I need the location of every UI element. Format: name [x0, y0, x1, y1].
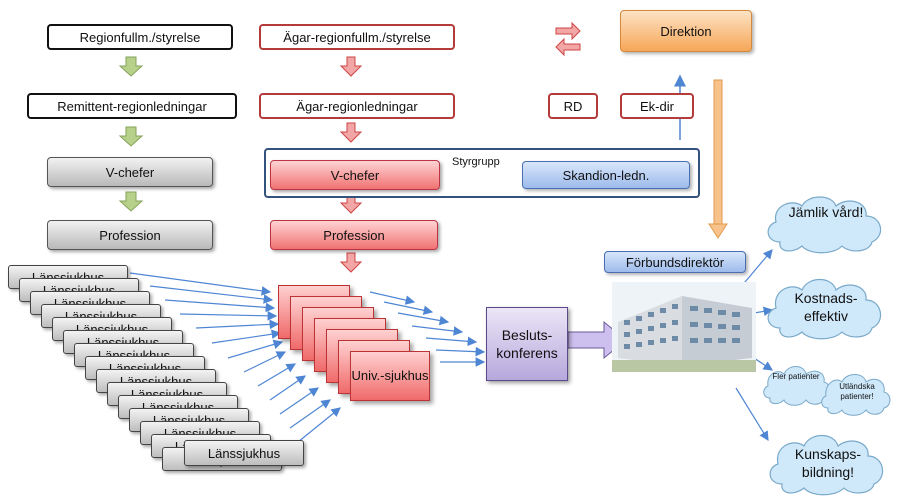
swap-arrows-icon	[555, 21, 581, 57]
ek-dir-box: Ek-dir	[620, 93, 694, 119]
rd-box: RD	[548, 93, 598, 119]
cloud-utlandska-text: Utländska patienter!	[839, 382, 875, 401]
univ-card-front: Univ.-sjukhus	[350, 351, 430, 401]
hospital-arrows	[129, 272, 341, 443]
agar-regionfullm-box: Ägar-regionfullm./styrelse	[259, 24, 455, 50]
orange-down-arrow	[708, 79, 728, 239]
skandion-ledn-box: Skandion-ledn.	[522, 161, 690, 189]
green-down-arrow	[118, 126, 144, 147]
pink-down-arrow	[339, 56, 363, 77]
hospital-card-front: Länssjukhus	[184, 440, 304, 466]
beslutskonferens-box: Besluts-konferens	[486, 307, 568, 381]
green-down-arrow	[118, 56, 144, 77]
profession-middle-box: Profession	[270, 220, 438, 250]
profession-left-box: Profession	[47, 220, 213, 250]
agar-regionledningar-box: Ägar-regionledningar	[259, 93, 455, 119]
remittent-regionledningar-box: Remittent-regionledningar	[27, 93, 237, 119]
v-chefer-left-box: V-chefer	[47, 157, 213, 187]
v-chefer-middle-box: V-chefer	[270, 160, 440, 190]
cloud-kostnads-text: Kostnads-effektiv	[794, 290, 858, 324]
cloud-kostnads	[767, 278, 882, 340]
styrgrupp-label: Styrgrupp	[452, 156, 500, 168]
cloud-kunskaps-text: Kunskaps-bildning!	[794, 446, 862, 480]
pink-down-arrow	[339, 122, 363, 143]
cloud-jamlik-text: Jämlik vård!	[788, 204, 864, 220]
green-down-arrow	[118, 191, 144, 212]
regionfullmaktige-box: Regionfullm./styrelse	[47, 24, 233, 50]
direktion-box: Direktion	[620, 10, 752, 52]
cloud-fler-text: Fler patienter	[772, 372, 820, 381]
cloud-utlandska	[821, 374, 891, 416]
cloud-fler	[763, 366, 831, 406]
forbundsdirektor-box: Förbundsdirektör	[604, 251, 746, 273]
cloud-jamlik	[767, 196, 882, 254]
hospital-building-image	[612, 282, 756, 372]
pink-down-arrow	[339, 252, 363, 273]
univ-arrows	[369, 291, 486, 367]
cloud-kunskaps	[769, 434, 884, 496]
